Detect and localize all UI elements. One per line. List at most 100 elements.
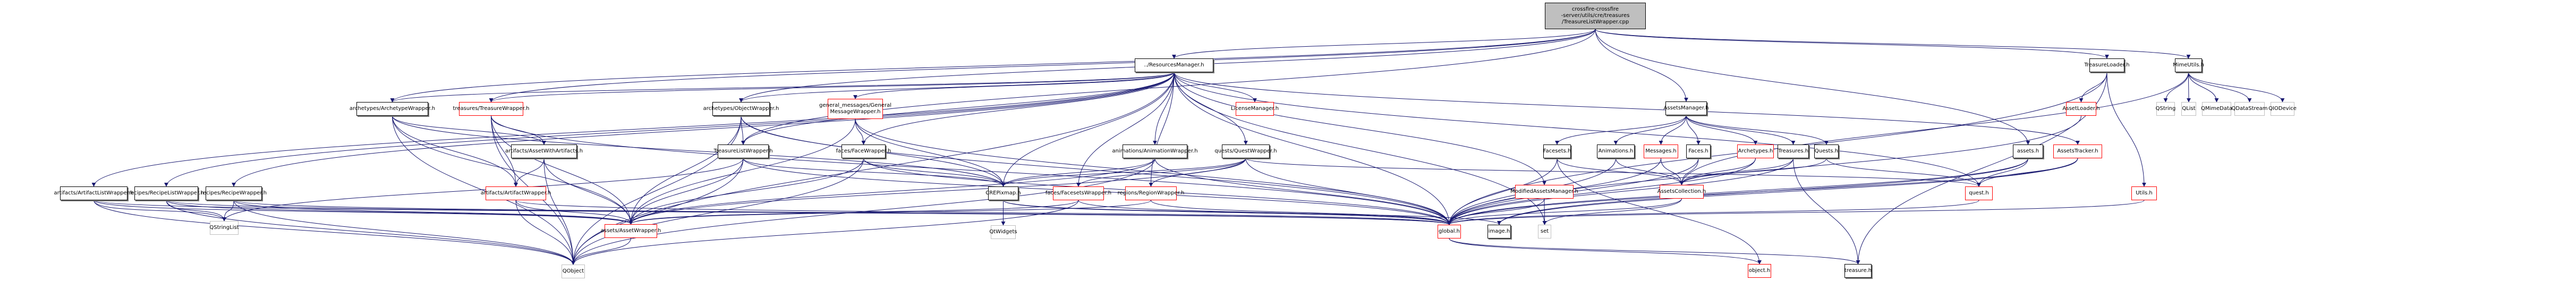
node-label: global.h [1439,228,1460,234]
node-label: crossfire-crossfire -server/utils/cre/tr… [1561,6,1630,25]
edge-questwrap-to-facesetswrap [1076,158,1246,187]
edge-mimeutils-to-qiodevice [2188,72,2285,103]
node-label: AssetsManager.h [1663,105,1709,111]
edge-recwrap-to-globalh [233,200,1451,225]
edge-reclistwrap-to-assetwrap [166,200,633,225]
node-facesets[interactable]: Facesets.h [1543,144,1571,158]
edge-regionwrap-to-assetwrap [628,200,1151,225]
node-label: faces/FacesetsWrapper.h [1045,190,1112,196]
edge-quests-to-questh [1826,158,1981,187]
node-set[interactable]: set [1538,225,1551,239]
node-resmgr[interactable]: ../ResourcesManager.h [1135,58,1213,72]
node-label: QList [2182,106,2196,112]
node-label: set [1540,228,1549,234]
node-tlw[interactable]: TreasureListWrapper.h [713,144,773,158]
node-archwrap[interactable]: archetypes/ArchetypeWrapper.h [350,102,435,116]
node-genmsg[interactable]: general_messages/General MessageWrapper.… [819,99,891,119]
node-label: MimeUtils.h [2173,62,2204,68]
edge-root-to-treaswrap [489,29,1596,103]
node-qlist[interactable]: QList [2181,102,2196,116]
node-label: QMimeData [2200,106,2233,112]
edge-mimeutils-to-qstring [2163,72,2189,103]
node-quests[interactable]: Quests.h [1814,144,1839,158]
node-artwrap[interactable]: artifacts/ArtifactWrapper.h [481,186,551,200]
node-label: archetypes/ObjectWrapper.h [703,106,779,112]
node-facesetswrap[interactable]: faces/FacesetsWrapper.h [1045,186,1111,200]
node-treasureh[interactable]: treasure.h [1844,264,1872,278]
edge-resmgr-to-archwrap [390,72,1175,103]
node-qstringlist[interactable]: QStringList [209,221,239,235]
node-root: crossfire-crossfire -server/utils/cre/tr… [1545,3,1646,29]
edge-faces-to-globalh [1447,158,1699,225]
edge-facesetswrap-to-assetwrap [628,200,1079,225]
edge-reclistwrap-to-qobject [166,200,575,265]
node-animwrap[interactable]: animations/AnimationWrapper.h [1112,144,1198,158]
node-assetloader[interactable]: AssetLoader.h [2062,102,2100,116]
node-qdatastream[interactable]: QDataStream [2232,102,2267,116]
node-licmgr[interactable]: LicenseManager.h [1231,102,1279,116]
node-label: recipes/RecipeListWrapper.h [129,190,204,196]
node-label: ../ResourcesManager.h [1144,62,1204,68]
edge-resmgr-to-modassets [1174,72,1546,185]
node-assetwrap[interactable]: assets/AssetWrapper.h [601,224,661,238]
node-questh[interactable]: quest.h [1965,186,1993,200]
edge-resmgr-to-treaswrap [489,72,1175,103]
node-reclistwrap[interactable]: recipes/RecipeListWrapper.h [129,186,204,200]
node-messages[interactable]: Messages.h [1644,144,1678,158]
edge-assetsmgr-to-treasures [1686,115,1796,145]
node-label: treasures/TreasureWrapper.h [453,106,530,112]
edge-recwrap-to-assetwrap [233,200,633,225]
node-qmimedata[interactable]: QMimeData [2200,102,2233,116]
node-label: general_messages/General MessageWrapper.… [819,103,891,115]
edge-mimeutils-to-qmimedata [2188,72,2219,103]
edge-recwrap-to-qstringlist [222,200,234,222]
edge-animwrap-to-globalh [1154,158,1451,225]
edge-resmgr-to-tracker [1174,72,2080,145]
edge-questwrap-to-globalh [1245,158,1451,225]
node-questwrap[interactable]: quests/QuestWrapper.h [1214,144,1277,158]
node-label: treasure.h [1844,268,1872,274]
edge-archwrap-to-qobject [392,115,575,265]
node-utilsh[interactable]: Utils.h [2131,186,2157,200]
node-artlistwrap[interactable]: artifacts/ArtifactListWrapper.h [54,186,134,200]
node-tracker[interactable]: AssetsTracker.h [2053,144,2102,158]
edge-modassets-to-globalh [1447,198,1545,225]
node-globalh[interactable]: global.h [1438,225,1461,239]
node-qstring[interactable]: QString [2156,102,2175,116]
edge-root-to-mimeutils [1595,29,2191,59]
node-animations[interactable]: Animations.h [1597,144,1635,158]
node-assetsh[interactable]: assets.h [2013,144,2043,158]
edge-resmgr-to-objwrap [739,72,1175,103]
edge-faces-to-assetscoll [1679,158,1699,185]
edge-artwrap-to-assetwrap [515,200,633,225]
node-qwidgets[interactable]: QtWidgets [989,225,1017,239]
node-qiodevice[interactable]: QIODevice [2268,102,2297,116]
node-qobject[interactable]: QObject [562,265,585,278]
edge-objwrap-to-qobject [571,115,742,265]
node-assetscoll[interactable]: AssetsCollection.h [1657,185,1706,199]
node-label: AssetsTracker.h [2057,148,2098,154]
node-assetwithart[interactable]: artifacts/AssetWithArtifacts.h [505,144,583,158]
node-crepixmap[interactable]: CREPixmap.h [985,186,1021,200]
node-facewrap[interactable]: faces/FaceWrapper.h [836,144,891,158]
edge-assetsmgr-to-faces [1686,115,1701,145]
edge-assetsmgr-to-messages [1659,115,1687,145]
node-archetypes[interactable]: Archetypes.h [1737,144,1774,158]
edge-facesets-to-assetscoll [1557,158,1684,185]
node-imageh[interactable]: image.h [1487,225,1511,239]
node-modassets[interactable]: ModifiedAssetsManager.h [1510,185,1578,199]
node-recwrap[interactable]: recipes/RecipeWrapper.h [201,186,267,200]
node-mimeutils[interactable]: MimeUtils.h [2173,58,2204,72]
edge-assetsmgr-to-archetypes [1686,115,1758,145]
node-assetsmgr[interactable]: AssetsManager.h [1663,101,1709,115]
node-objwrap[interactable]: archetypes/ObjectWrapper.h [703,102,779,116]
edge-resmgr-to-facewrap [861,72,1175,145]
node-objecth[interactable]: object.h [1748,264,1771,278]
node-label: recipes/RecipeWrapper.h [200,190,267,196]
node-treasures[interactable]: Treasures.h [1778,144,1809,158]
edge-reclistwrap-to-qstringlist [166,200,226,222]
node-faces[interactable]: Faces.h [1686,144,1711,158]
node-treasloader[interactable]: TreasureLoader.h [2084,58,2130,72]
node-regionwrap[interactable]: regions/RegionWrapper.h [1118,186,1184,200]
node-treaswrap[interactable]: treasures/TreasureWrapper.h [453,102,529,116]
